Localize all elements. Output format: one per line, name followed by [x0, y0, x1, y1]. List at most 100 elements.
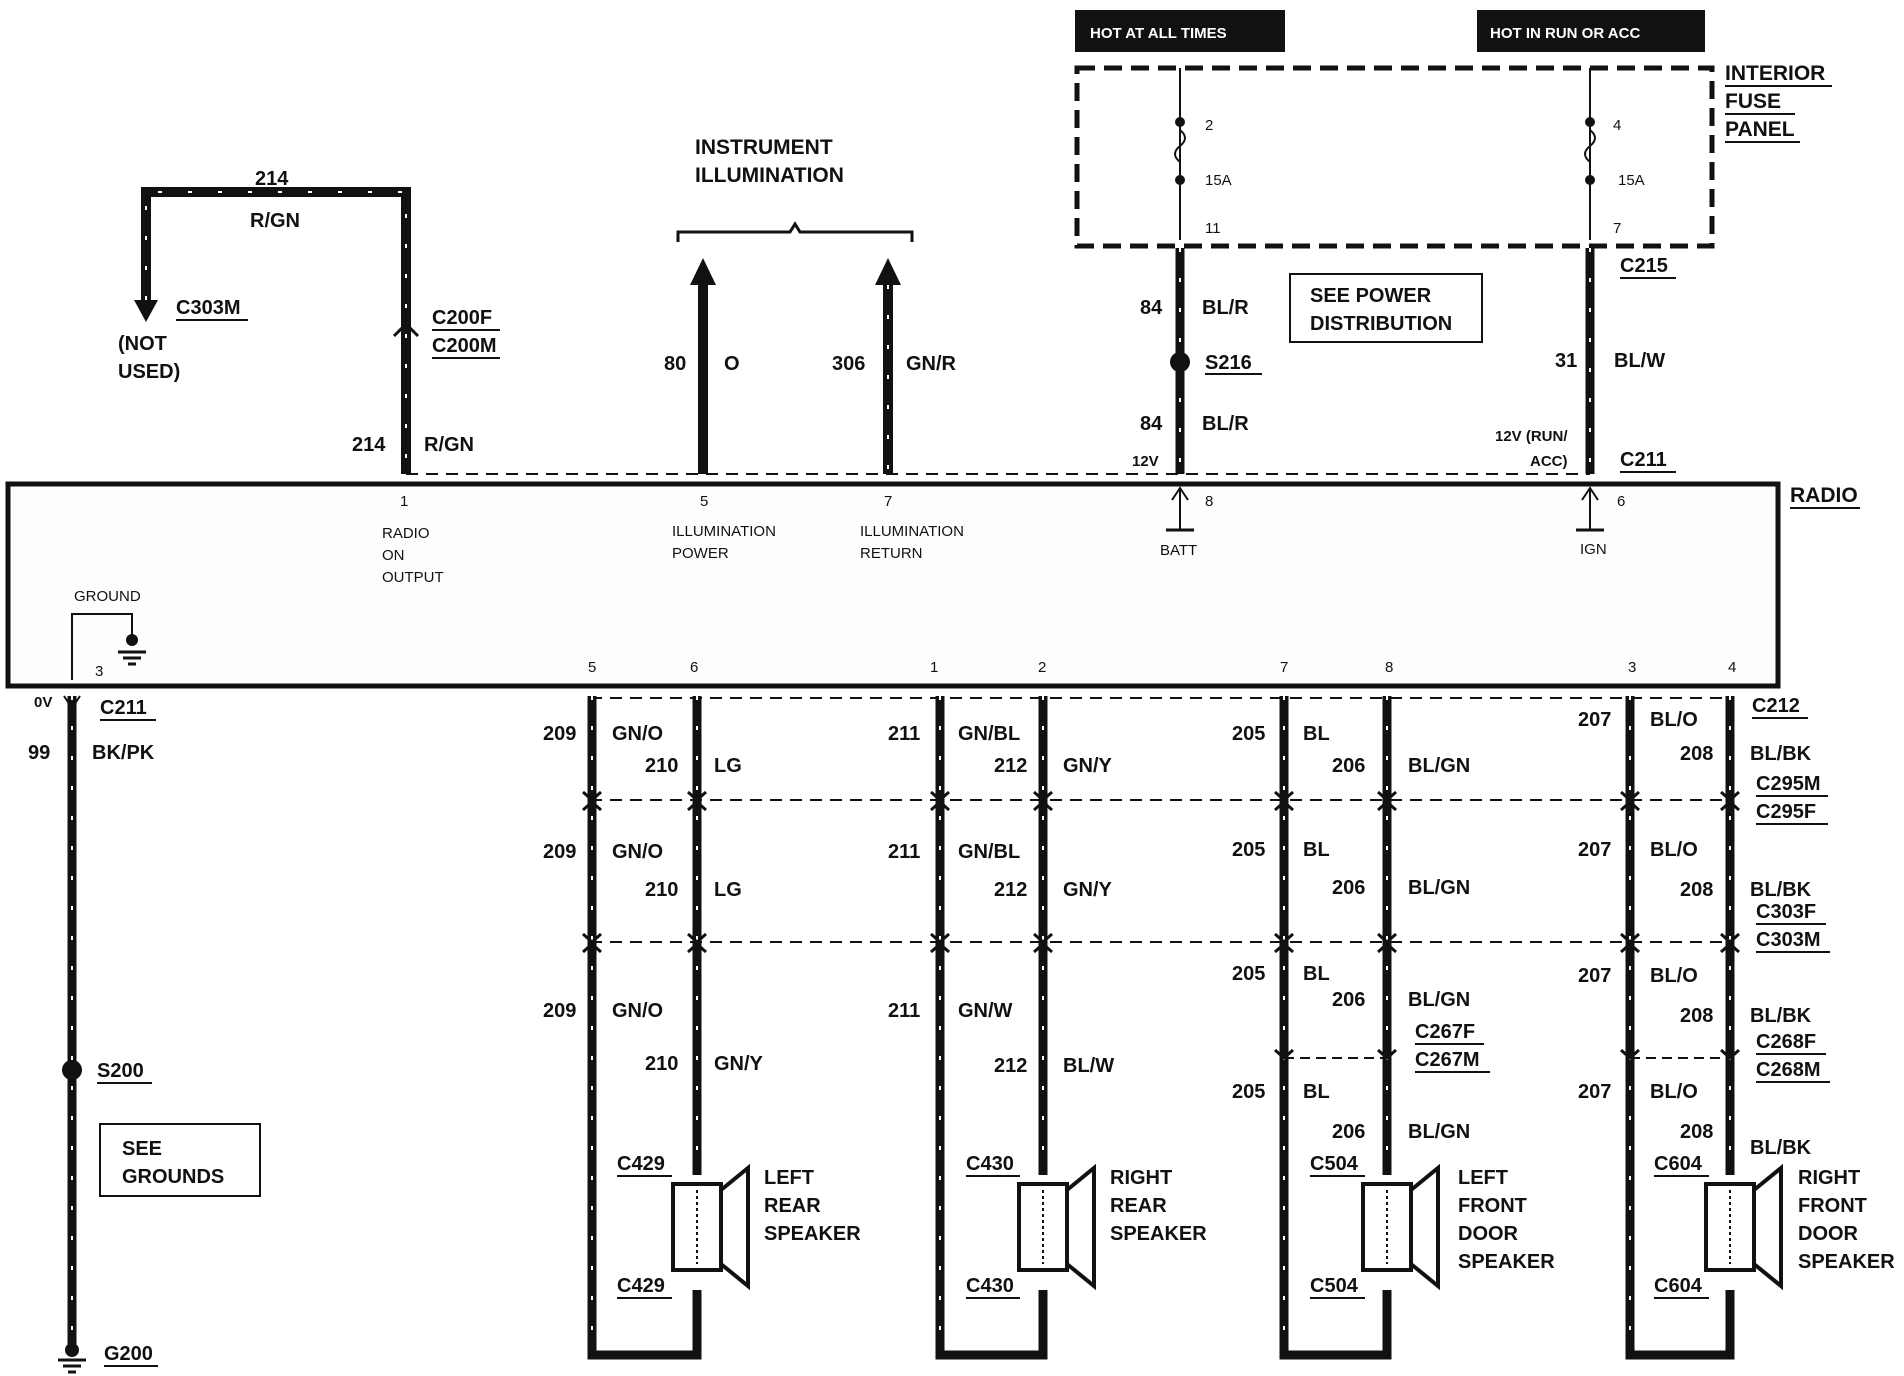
lr-name-1: LEFT	[764, 1167, 814, 1189]
connector-c215: C215	[1620, 255, 1668, 277]
see-power-distribution-note: SEE POWER DISTRIBUTION	[1289, 273, 1483, 343]
lf-name-4: SPEAKER	[1458, 1251, 1555, 1273]
rr-name-2: REAR	[1110, 1195, 1167, 1217]
radio-on-output-circuit: 214 R/GN C303M (NOT USED) C200F C200M 21…	[118, 168, 500, 474]
illum-wire-color-gnr: GN/R	[906, 353, 957, 375]
connector-chevron	[1377, 1048, 1397, 1061]
lf-a-r3-num: 205	[1232, 963, 1265, 985]
fuse-ign-bottom: 7	[1613, 220, 1621, 237]
rr-b-r3-num: 212	[994, 1055, 1027, 1077]
lr-conn-bottom: C429	[617, 1275, 665, 1297]
rf-speaker-cone	[1752, 1163, 1783, 1291]
rr-a-r2-color: GN/BL	[958, 841, 1020, 863]
rr-name-3: SPEAKER	[1110, 1223, 1207, 1245]
connector-chevron	[930, 932, 950, 954]
radio-pin-8-l1: BATT	[1160, 542, 1197, 559]
fuse-ign-rating: 15A	[1618, 172, 1645, 189]
connector-c200f: C200F	[432, 307, 492, 329]
see-power-line-2: DISTRIBUTION	[1310, 313, 1452, 335]
rr-a-r3-color: GN/W	[958, 1000, 1013, 1022]
connector-c303f: C303F	[1756, 901, 1816, 923]
lf-b-r3-color: BL/GN	[1408, 989, 1470, 1011]
radio-ground-pin: 3	[95, 663, 103, 680]
connector-c268m: C268M	[1756, 1059, 1820, 1081]
not-used-1: (NOT	[118, 333, 167, 355]
radio-label: RADIO	[1790, 484, 1858, 507]
lf-a-r2-num: 205	[1232, 839, 1265, 861]
rf-conn-top: C604	[1654, 1153, 1703, 1175]
see-grounds-1: SEE	[122, 1138, 162, 1160]
connector-chevron	[1033, 790, 1053, 812]
lf-b-r4-color: BL/GN	[1408, 1121, 1470, 1143]
rf-name-3: DOOR	[1798, 1223, 1859, 1245]
connector-chevron	[1377, 932, 1397, 954]
rr-b-r2-num: 212	[994, 879, 1027, 901]
lf-b-r4-num: 206	[1332, 1121, 1365, 1143]
radio-pin-6-l1: IGN	[1580, 541, 1607, 558]
rf-b-r1-num: 208	[1680, 743, 1713, 765]
rr-b-r1-color: GN/Y	[1063, 755, 1113, 777]
connector-chevron	[1274, 790, 1294, 812]
lr-b-r3-num: 210	[645, 1053, 678, 1075]
rf-a-r3-num: 207	[1578, 965, 1611, 987]
lf-b-r2-color: BL/GN	[1408, 877, 1470, 899]
rf-b-r1-color: BL/BK	[1750, 743, 1812, 765]
radio-bottom-pin-2: 2	[1038, 659, 1046, 676]
see-grounds-note	[99, 1123, 261, 1197]
splice-s200-dot	[62, 1060, 82, 1080]
ign-voltage-2: ACC)	[1530, 453, 1568, 470]
connector-chevron	[1720, 1048, 1740, 1061]
illum-wire-num-80: 80	[664, 353, 686, 375]
lf-b-r2-num: 206	[1332, 877, 1365, 899]
radio-bottom-pin-8: 8	[1385, 659, 1393, 676]
rf-b-r2-color: BL/BK	[1750, 879, 1812, 901]
fuse-ign-top: 4	[1613, 117, 1621, 134]
rr-a-r2-num: 211	[888, 841, 920, 863]
radio-pin-1: 1	[400, 493, 408, 510]
batt-wire-num-2: 84	[1140, 413, 1163, 435]
connector-c295f: C295F	[1756, 801, 1816, 823]
fuse-panel-label-2: FUSE	[1725, 90, 1781, 113]
rf-a-r3-color: BL/O	[1650, 965, 1698, 987]
rf-a-r4-color: BL/O	[1650, 1081, 1698, 1103]
radio-bottom-pin-4: 4	[1728, 659, 1736, 676]
radio-pin-1-l2: ON	[382, 547, 405, 564]
radio-pin-8: 8	[1205, 493, 1213, 510]
lr-b-r1-num: 210	[645, 755, 678, 777]
radio-bottom-pin-3: 3	[1628, 659, 1636, 676]
illumination-title-1: INSTRUMENT	[695, 136, 833, 159]
ign-wire-num: 31	[1555, 350, 1577, 372]
lf-b-r1-num: 206	[1332, 755, 1365, 777]
connector-chevron	[582, 790, 602, 812]
splice-s216-dot	[1170, 352, 1190, 372]
speaker-circuit-left-front: 205 BL 206 BL/GN 205 BL 206 BL/GN 205 BL…	[1232, 696, 1555, 1360]
lr-b-r2-color: LG	[714, 879, 742, 901]
hot-at-all-times-label: HOT AT ALL TIMES	[1090, 25, 1227, 42]
connector-c268f: C268F	[1756, 1031, 1816, 1053]
radio-pin-5: 5	[700, 493, 708, 510]
hot-run-acc-banner: HOT IN RUN OR ACC	[1477, 10, 1705, 52]
speaker-circuit-right-rear: 211 GN/BL 212 GN/Y 211 GN/BL 212 GN/Y 21…	[888, 696, 1207, 1360]
lf-b-r1-color: BL/GN	[1408, 755, 1470, 777]
radio-bottom-pin-6: 6	[690, 659, 698, 676]
right-connector-labels: C212 C295M C295F C303F C303M C267F C267M…	[1415, 695, 1830, 1083]
connector-chevron	[1620, 932, 1640, 954]
fuse-batt-top: 2	[1205, 117, 1213, 134]
splice-s200-label: S200	[97, 1060, 144, 1082]
lf-name-1: LEFT	[1458, 1167, 1508, 1189]
radio-pin-6: 6	[1617, 493, 1625, 510]
rr-name-1: RIGHT	[1110, 1167, 1172, 1189]
connector-chevron	[930, 790, 950, 812]
radio-ground-label: GROUND	[74, 588, 141, 605]
rf-conn-bottom: C604	[1654, 1275, 1703, 1297]
lr-a-r2-color: GN/O	[612, 841, 663, 863]
radio-pin-7: 7	[884, 493, 892, 510]
rf-b-r4-color: BL/BK	[1750, 1137, 1812, 1159]
connector-chevron	[1377, 790, 1397, 812]
lr-name-3: SPEAKER	[764, 1223, 861, 1245]
connector-chevron	[1033, 932, 1053, 954]
rr-b-r1-num: 212	[994, 755, 1027, 777]
lf-a-r1-num: 205	[1232, 723, 1265, 745]
connector-c200m: C200M	[432, 335, 496, 357]
